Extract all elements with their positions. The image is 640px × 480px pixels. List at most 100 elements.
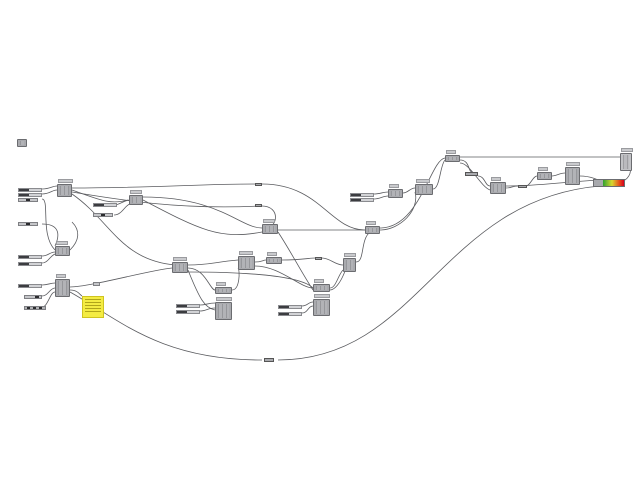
wire (41, 185, 58, 190)
wire (187, 259, 239, 266)
slider-tag (177, 305, 187, 307)
panel-line (85, 311, 101, 312)
panel-line (85, 302, 101, 303)
wire (321, 257, 344, 266)
wire (71, 191, 261, 208)
wire (69, 221, 79, 251)
relay-node[interactable] (264, 358, 274, 362)
component-node[interactable] (215, 297, 232, 320)
slider-tag (19, 256, 29, 258)
number-slider[interactable] (278, 305, 302, 309)
relay-node[interactable] (518, 185, 527, 188)
component-node[interactable] (215, 282, 232, 294)
relay-node[interactable] (315, 257, 322, 260)
number-slider[interactable] (278, 312, 302, 316)
param-box[interactable] (93, 282, 100, 286)
number-slider[interactable] (18, 188, 42, 192)
wire (113, 203, 131, 216)
slider-tag (19, 189, 29, 191)
wire (71, 193, 176, 266)
component-label (446, 150, 456, 154)
slider-tag (279, 313, 289, 315)
wire (41, 282, 56, 286)
wire (373, 191, 389, 195)
wire (41, 198, 56, 251)
panel-line (85, 308, 101, 309)
wire (373, 195, 389, 200)
component-label (416, 179, 430, 183)
param-box[interactable] (18, 222, 38, 226)
component-label (56, 274, 66, 278)
number-slider[interactable] (18, 193, 42, 197)
component-node[interactable] (313, 294, 330, 316)
component-label (130, 190, 142, 194)
component-node[interactable] (565, 162, 580, 185)
toggle[interactable] (24, 295, 42, 299)
component-node[interactable] (537, 167, 552, 180)
component-node[interactable] (445, 150, 460, 162)
param-dot (26, 199, 31, 201)
slider-tag (19, 263, 29, 265)
number-slider[interactable] (93, 203, 117, 207)
relay-node[interactable] (255, 183, 262, 186)
component-node[interactable] (55, 274, 70, 297)
wire (231, 267, 240, 291)
param-dot (101, 214, 106, 216)
wire (477, 175, 491, 187)
slider-tag (279, 306, 289, 308)
component-node[interactable] (620, 148, 633, 171)
wire (459, 162, 491, 191)
relay-node[interactable] (255, 204, 262, 207)
number-slider[interactable] (18, 262, 42, 266)
component-node[interactable] (365, 221, 380, 234)
component-label (216, 297, 232, 301)
wire (402, 187, 416, 194)
slider-tag (19, 194, 29, 196)
component-node[interactable] (172, 257, 188, 273)
value-list[interactable] (24, 306, 46, 310)
wire (379, 191, 417, 231)
wire (187, 271, 314, 289)
param-box[interactable] (18, 198, 38, 202)
component-label (566, 162, 580, 166)
component-node[interactable] (129, 190, 143, 205)
param-box[interactable] (93, 213, 113, 217)
number-slider[interactable] (18, 255, 42, 259)
wire (199, 302, 216, 306)
component-node[interactable] (343, 253, 356, 272)
component-node[interactable] (266, 252, 282, 264)
component-node[interactable] (313, 279, 330, 292)
wire (71, 183, 256, 189)
wire (277, 231, 314, 291)
group-object[interactable] (17, 139, 27, 147)
relay-node[interactable] (465, 172, 478, 176)
component-label (314, 279, 324, 283)
wire (505, 179, 601, 187)
wire (301, 305, 314, 314)
wire (355, 231, 371, 263)
number-slider[interactable] (350, 193, 374, 197)
component-label (344, 253, 356, 257)
component-node[interactable] (57, 179, 73, 197)
number-slider[interactable] (350, 198, 374, 202)
component-label (267, 252, 277, 256)
gradient-preview[interactable] (593, 179, 625, 187)
slider-tag (351, 194, 361, 196)
component-label (314, 294, 330, 298)
wire (142, 199, 263, 235)
component-node[interactable] (490, 177, 506, 194)
number-slider[interactable] (176, 304, 200, 308)
param-dot (39, 307, 42, 309)
component-node[interactable] (238, 251, 255, 270)
number-slider[interactable] (18, 284, 42, 288)
wire (41, 253, 56, 264)
number-slider[interactable] (176, 310, 200, 314)
wire (301, 301, 314, 307)
component-node[interactable] (55, 241, 70, 256)
component-node[interactable] (415, 179, 433, 195)
yellow-panel[interactable] (82, 296, 104, 318)
component-node[interactable] (262, 219, 278, 234)
component-node[interactable] (388, 184, 403, 198)
